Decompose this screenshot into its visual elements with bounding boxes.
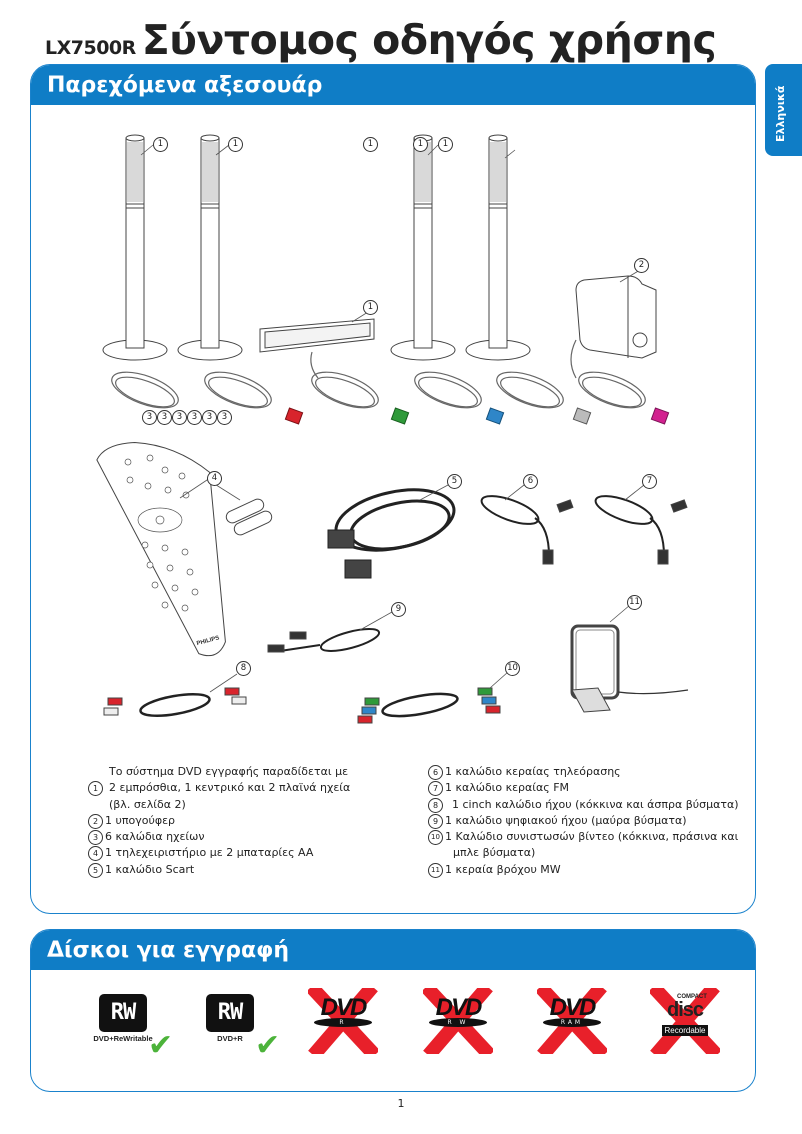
callout-cable: 3 — [187, 410, 202, 425]
remote-control — [96, 441, 226, 657]
disc-dvd-r-plus: RW DVD+R — [185, 994, 275, 1054]
callout-fm-antenna: 7 — [642, 474, 657, 489]
rw-logo: RW — [99, 994, 147, 1032]
callout-cinch: 8 — [236, 661, 251, 676]
list-item: Το σύστημα DVD εγγραφής παραδίδεται με — [109, 765, 349, 778]
front-speaker-left — [102, 134, 168, 361]
check-icon: ✔ — [148, 1028, 174, 1063]
callout-center: 1 — [363, 300, 378, 315]
rw-logo: RW — [206, 994, 254, 1032]
list-item: 8 1 cinch καλώδιο ήχου (κόκκινα και άσπρ… — [428, 797, 748, 813]
callout-cable: 3 — [142, 410, 157, 425]
list-item: μπλε βύσματα) — [453, 846, 536, 860]
discs-heading: Δίσκοι για εγγραφή — [31, 930, 755, 970]
list-item: (βλ. σελίδα 2) — [109, 797, 186, 811]
svg-text:PHILIPS: PHILIPS — [196, 635, 220, 647]
callout-1: 1 — [363, 137, 378, 152]
page-title: Σύντομος οδηγός χρήσης — [141, 16, 717, 64]
callout-1: 1 — [153, 137, 168, 152]
callout-component: 10 — [505, 661, 520, 676]
subwoofer — [575, 275, 657, 359]
callout-cable: 3 — [157, 410, 172, 425]
accessories-section: Παρεχόμενα αξεσουάρ — [30, 64, 756, 914]
callout-cable: 3 — [172, 410, 187, 425]
rear-speaker-right — [465, 134, 531, 361]
language-tab[interactable]: Ελληνικά — [765, 64, 802, 156]
callout-1: 1 — [438, 137, 453, 152]
batteries — [225, 498, 273, 536]
disc-dvd-ram-unsupported: DVD RAM — [527, 988, 617, 1054]
disc-dvd-rw-unsupported: DVD R W — [413, 988, 503, 1054]
callout-scart: 5 — [447, 474, 462, 489]
cross-icon — [650, 988, 720, 1054]
mw-loop-antenna — [570, 624, 689, 713]
check-icon: ✔ — [255, 1028, 281, 1063]
model-number: LX7500R — [45, 37, 136, 59]
callout-cable: 3 — [202, 410, 217, 425]
callout-mw-loop: 11 — [627, 595, 642, 610]
accessories-illustration: PHILIPS — [96, 134, 689, 724]
rear-speaker-left — [390, 134, 456, 361]
disc-dvd-rewritable: RW DVD+ReWritable — [78, 994, 168, 1054]
front-speaker-right — [177, 134, 243, 361]
disc-dvd-r-unsupported: DVD R — [298, 988, 388, 1054]
document-title: LX7500R Σύντομος οδηγός χρήσης — [45, 16, 717, 64]
disc-cd-recordable-unsupported: COMPACT disc Recordable — [640, 988, 730, 1054]
callout-1: 1 — [228, 137, 243, 152]
recordable-discs-section: Δίσκοι για εγγραφή — [30, 929, 756, 1092]
callout-cable: 3 — [217, 410, 232, 425]
callout-subwoofer: 2 — [634, 258, 649, 273]
accessories-list-left: Το σύστημα DVD εγγραφής παραδίδεται με 1… — [88, 764, 408, 878]
page-number: 1 — [397, 1097, 405, 1110]
center-speaker — [259, 318, 375, 353]
callout-digital: 9 — [391, 602, 406, 617]
callout-tv-antenna: 6 — [523, 474, 538, 489]
callout-remote: 4 — [207, 471, 222, 486]
callout-1: 1 — [413, 137, 428, 152]
accessories-heading: Παρεχόμενα αξεσουάρ — [31, 65, 755, 105]
